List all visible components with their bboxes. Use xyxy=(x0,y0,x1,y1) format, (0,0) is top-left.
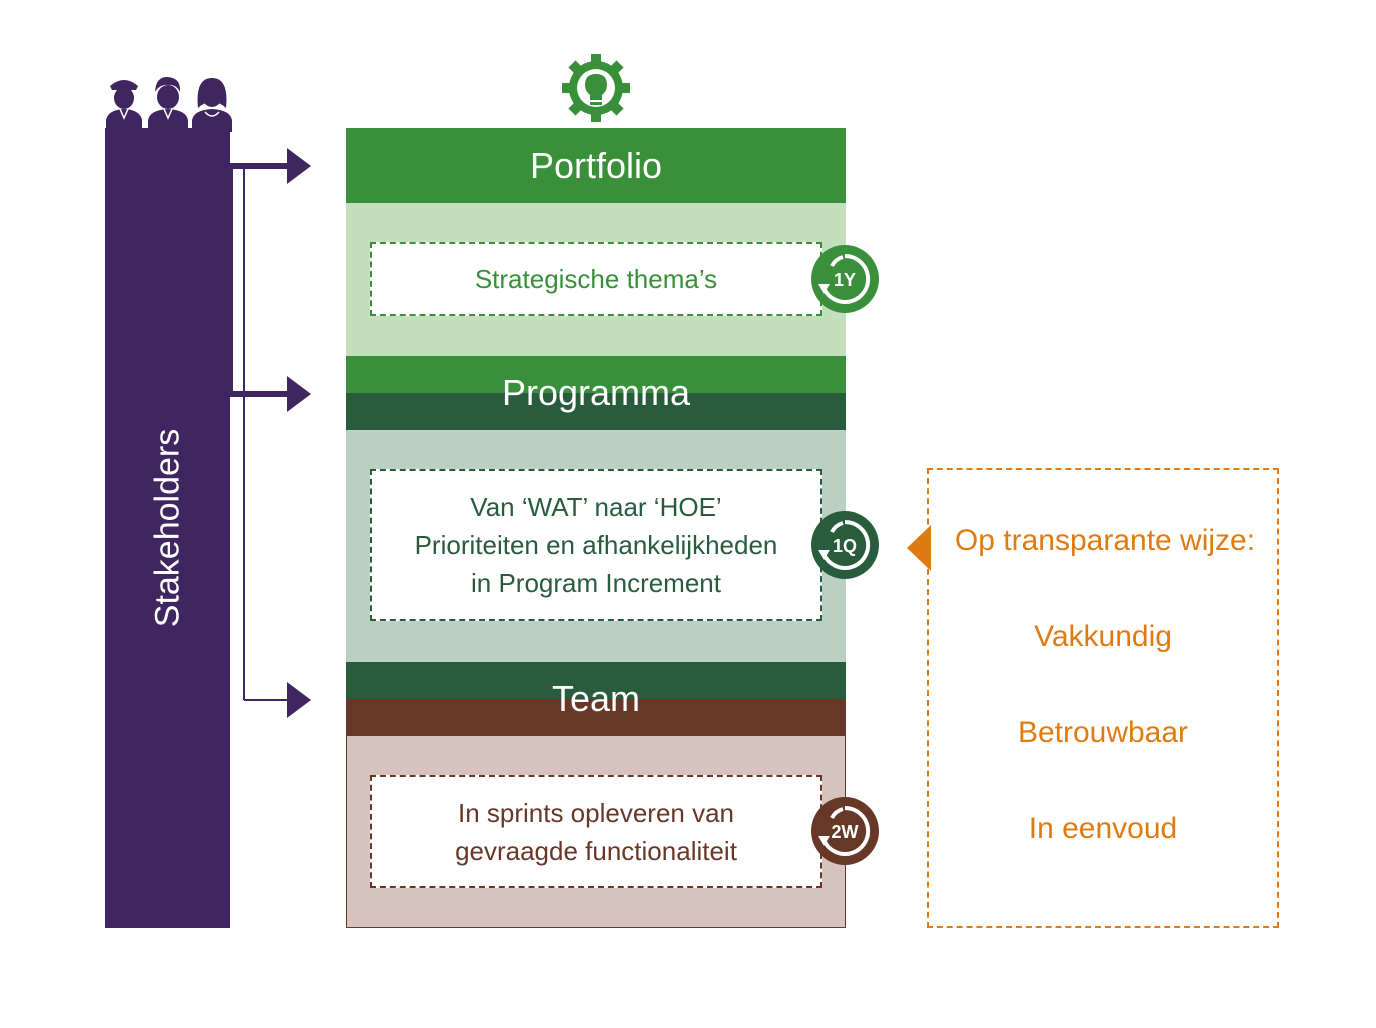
programma-line: Van ‘WAT’ naar ‘HOE’ xyxy=(470,492,722,522)
team-line: In sprints opleveren van xyxy=(457,797,735,828)
portfolio-title: Portfolio xyxy=(529,145,663,186)
arrow-to-programma xyxy=(287,376,311,412)
values-box xyxy=(927,468,1279,928)
cycle-arrow-icon: 1Y xyxy=(811,245,879,313)
value-item: Vakkundig xyxy=(1034,620,1172,653)
team-title: Team xyxy=(551,678,641,719)
cycle-2w-label: 2W xyxy=(832,822,859,842)
values-heading: Op transparante wijze: xyxy=(954,524,1256,557)
cycle-arrow-icon: 1Q xyxy=(811,511,879,579)
arrow-to-team xyxy=(287,682,311,718)
arrow-to-portfolio xyxy=(287,148,311,184)
portfolio-description-box: Strategische thema’s xyxy=(370,242,822,316)
people-group-icon xyxy=(106,76,232,132)
programma-description-box: Van ‘WAT’ naar ‘HOE’ Prioriteiten en afh… xyxy=(370,469,822,621)
team-description-box: In sprints opleveren van gevraagde funct… xyxy=(370,775,822,888)
programma-header-bottom xyxy=(346,393,846,430)
programma-line: in Program Increment xyxy=(471,568,721,598)
cycle-1y-label: 1Y xyxy=(834,270,856,290)
programma-header-top xyxy=(346,356,846,393)
portfolio-description: Strategische thema’s xyxy=(474,264,718,294)
programma-line: Prioriteiten en afhankelijkheden xyxy=(414,530,778,560)
team-line: gevraagde functionaliteit xyxy=(455,835,737,866)
team-header-top xyxy=(346,662,846,699)
value-item: In eenvoud xyxy=(1028,812,1178,845)
portfolio-header xyxy=(346,128,846,203)
stakeholders-bar xyxy=(105,128,230,928)
programma-title: Programma xyxy=(501,372,691,413)
team-header-bottom xyxy=(346,699,846,736)
stakeholder-connectors xyxy=(225,148,311,718)
value-item: Betrouwbaar xyxy=(1017,716,1189,749)
values-pointer-icon xyxy=(907,525,931,571)
lightbulb-gear-icon xyxy=(562,54,630,122)
cycle-arrow-icon: 2W xyxy=(811,797,879,865)
cycle-1q-label: 1Q xyxy=(833,536,857,556)
